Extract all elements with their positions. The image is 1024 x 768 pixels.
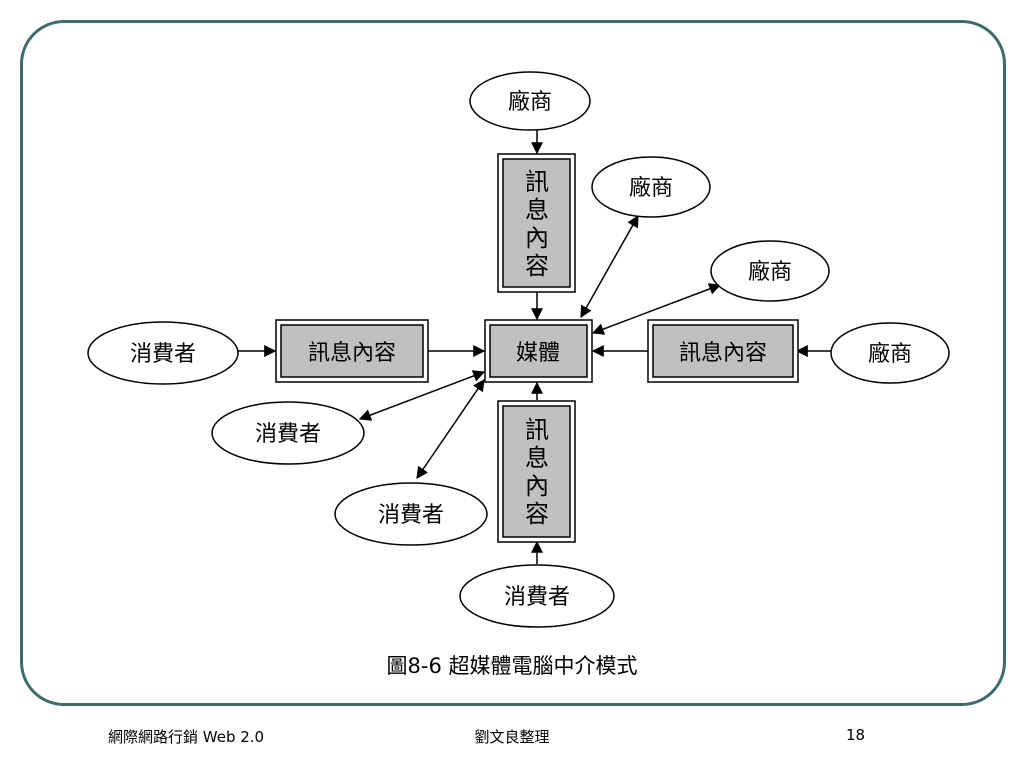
consumer-left: 消費者 — [87, 321, 239, 385]
svg-text:容: 容 — [525, 500, 549, 528]
svg-text:息: 息 — [525, 196, 549, 224]
message-box-top: 訊 息 內 容 — [497, 153, 576, 293]
connectors — [236, 128, 832, 564]
svg-text:訊息內容: 訊息內容 — [308, 341, 396, 366]
svg-text:息: 息 — [525, 444, 549, 472]
footer-course-title: 網際網路行銷 Web 2.0 — [108, 728, 265, 746]
manufacturer-top: 廠商 — [469, 71, 591, 131]
message-box-bottom: 訊 息 內 容 — [497, 400, 576, 543]
figure-caption: 圖8-6 超媒體電腦中介模式 — [386, 654, 638, 678]
consumer-bottom: 消費者 — [459, 564, 615, 628]
manufacturer-upper-right: 廠商 — [591, 156, 711, 218]
svg-text:消費者: 消費者 — [255, 422, 321, 447]
svg-text:消費者: 消費者 — [378, 503, 444, 528]
svg-text:廠商: 廠商 — [748, 260, 792, 285]
svg-text:廠商: 廠商 — [868, 342, 912, 367]
svg-text:訊息內容: 訊息內容 — [679, 341, 767, 366]
message-box-left: 訊息內容 — [275, 319, 429, 383]
svg-text:訊: 訊 — [525, 168, 549, 196]
consumer-lower-left: 消費者 — [211, 401, 365, 465]
svg-text:內: 內 — [525, 472, 549, 500]
arrow-media-consumer-3 — [416, 379, 485, 479]
media-box: 媒體 — [484, 319, 593, 383]
footer-author: 劉文良整理 — [474, 728, 550, 746]
manufacturer-right-upper: 廠商 — [710, 240, 830, 302]
svg-text:訊: 訊 — [525, 416, 549, 444]
svg-text:容: 容 — [525, 252, 549, 280]
consumer-lower: 消費者 — [334, 482, 488, 546]
svg-text:消費者: 消費者 — [130, 342, 196, 367]
arrow-media-manufacturer-3 — [591, 283, 722, 335]
svg-text:消費者: 消費者 — [504, 585, 570, 610]
svg-text:內: 內 — [525, 224, 549, 252]
svg-text:廠商: 廠商 — [508, 90, 552, 115]
svg-text:廠商: 廠商 — [629, 176, 673, 201]
arrow-media-manufacturer-2 — [580, 214, 639, 319]
message-box-right: 訊息內容 — [647, 319, 799, 383]
slide-frame — [20, 20, 1006, 706]
svg-text:媒體: 媒體 — [516, 341, 560, 366]
manufacturer-right: 廠商 — [830, 322, 950, 384]
footer-page-number: 18 — [846, 726, 866, 744]
